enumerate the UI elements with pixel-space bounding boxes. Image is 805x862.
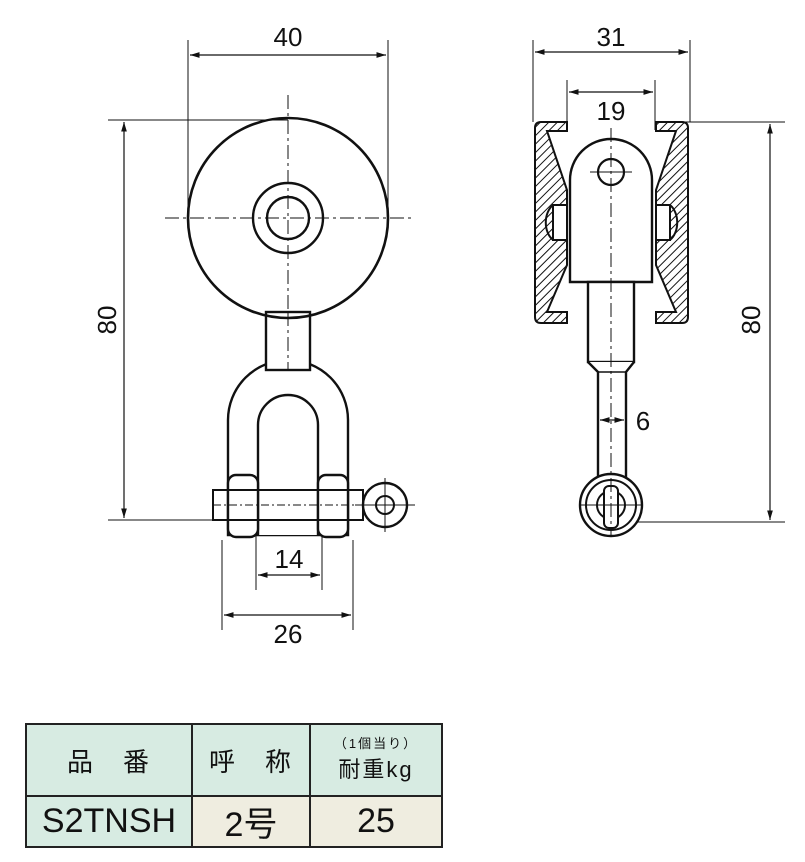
dim-label-80-side: 80 (736, 306, 766, 335)
dim-label-80-front: 80 (92, 306, 122, 335)
dim-label-40: 40 (274, 22, 303, 52)
header-nominal: 呼 称 (191, 723, 311, 797)
header-part-no: 品 番 (25, 723, 193, 797)
dim-label-26: 26 (274, 619, 303, 649)
front-view (108, 40, 415, 630)
dim-label-19: 19 (597, 96, 626, 126)
wheel (186, 116, 390, 320)
header-load: （1個当り） 耐重kg (309, 723, 443, 797)
cell-nominal: 2号 (191, 795, 311, 848)
hub-inner (265, 195, 311, 241)
right-flange (655, 121, 689, 324)
header-load-note: （1個当り） (333, 736, 419, 751)
dim-label-31: 31 (597, 22, 626, 52)
left-flange (534, 121, 568, 324)
cell-part-no: S2TNSH (25, 795, 193, 848)
hub-outer (251, 181, 325, 255)
dim-label-6: 6 (636, 406, 650, 436)
header-load-label: 耐重kg (338, 757, 414, 782)
dim-label-14: 14 (275, 544, 304, 574)
table-row: S2TNSH 2号 25 (25, 795, 443, 848)
shackle-inner (256, 393, 320, 535)
spec-table: 品 番 呼 称 （1個当り） 耐重kg S2TNSH 2号 25 (25, 723, 443, 848)
cell-load: 25 (309, 795, 443, 848)
side-view (532, 40, 785, 538)
